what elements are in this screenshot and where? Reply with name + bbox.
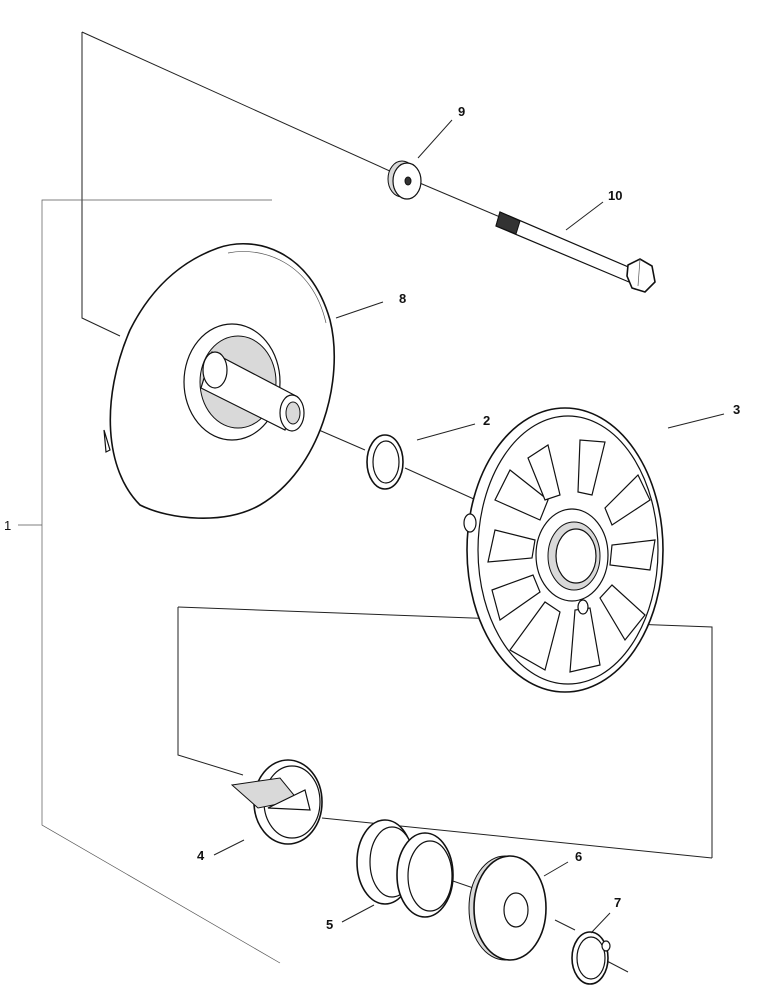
callout-3: 3 (733, 402, 740, 417)
assembly-group-bracket (18, 199, 281, 964)
callout-2: 2 (483, 413, 490, 428)
fixed-sheave-part (103, 242, 336, 519)
callout-4: 4 (197, 848, 205, 863)
callout-1: 1 (4, 518, 11, 533)
sheave-mounting-tabs (463, 513, 589, 615)
spacer-washer-part (387, 160, 422, 200)
callout-5: 5 (326, 917, 333, 932)
bolt-thread (495, 211, 521, 235)
sheave-ribs (487, 439, 656, 673)
movable-sheave-part (463, 407, 664, 693)
cam-part (230, 759, 323, 845)
assembly-bracket-upper (81, 31, 393, 337)
callout-8: 8 (399, 291, 406, 306)
spring-cup-part (468, 855, 547, 961)
leader-lines (213, 119, 725, 934)
sheave-hub (535, 508, 609, 602)
callout-6: 6 (575, 849, 582, 864)
callout-9: 9 (458, 104, 465, 119)
snap-ring-part (571, 931, 611, 985)
center-axis-line (304, 180, 629, 973)
o-ring-part (366, 434, 404, 490)
spring-part (356, 819, 454, 918)
bolt-part (495, 211, 656, 293)
callout-7: 7 (614, 895, 621, 910)
callout-labels: 1 2 3 4 5 6 7 8 9 10 (4, 104, 740, 932)
sheave-hub-shaft (200, 351, 305, 432)
bolt-hex-head (626, 258, 656, 293)
callout-10: 10 (608, 188, 622, 203)
